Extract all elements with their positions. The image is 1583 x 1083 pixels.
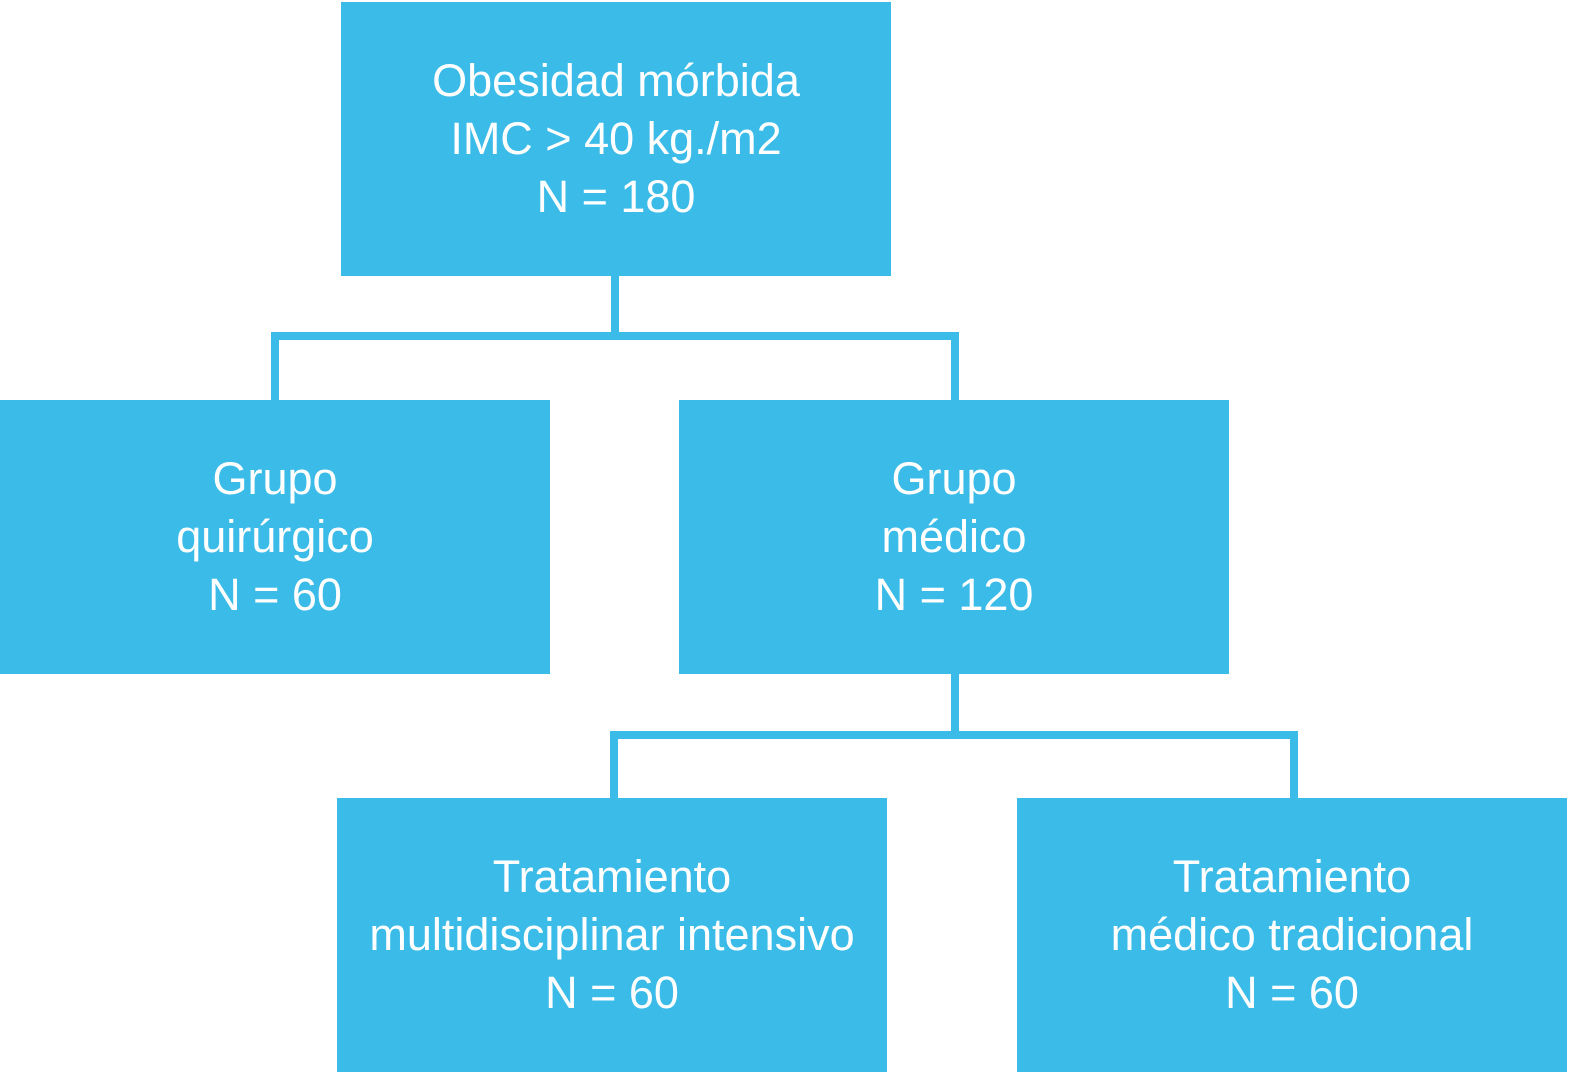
node-label-count: N = 120 <box>874 569 1034 620</box>
node-label-line2: médico <box>881 511 1027 562</box>
node-label-line2: médico tradicional <box>1110 909 1474 960</box>
node-label-line1: Tratamiento <box>1172 851 1412 902</box>
node-label-line1: Grupo <box>891 453 1017 504</box>
node-label-line2: IMC > 40 kg./m2 <box>450 113 782 164</box>
node-medical-group: Grupo médico N = 120 <box>679 400 1229 674</box>
node-label-line2: quirúrgico <box>176 511 374 562</box>
node-label-count: N = 60 <box>208 569 342 620</box>
node-label-count: N = 180 <box>536 171 696 222</box>
node-surgical-group: Grupo quirúrgico N = 60 <box>0 400 550 674</box>
node-intensive-treatment: Tratamiento multidisciplinar intensivo N… <box>337 798 887 1072</box>
node-label-line1: Tratamiento <box>492 851 732 902</box>
node-label-line1: Grupo <box>212 453 338 504</box>
node-traditional-treatment: Tratamiento médico tradicional N = 60 <box>1017 798 1567 1072</box>
node-label-count: N = 60 <box>1225 967 1359 1018</box>
node-label-line2: multidisciplinar intensivo <box>369 909 855 960</box>
node-morbid-obesity: Obesidad mórbida IMC > 40 kg./m2 N = 180 <box>341 2 891 276</box>
node-label-line1: Obesidad mórbida <box>432 55 800 106</box>
node-label-count: N = 60 <box>545 967 679 1018</box>
